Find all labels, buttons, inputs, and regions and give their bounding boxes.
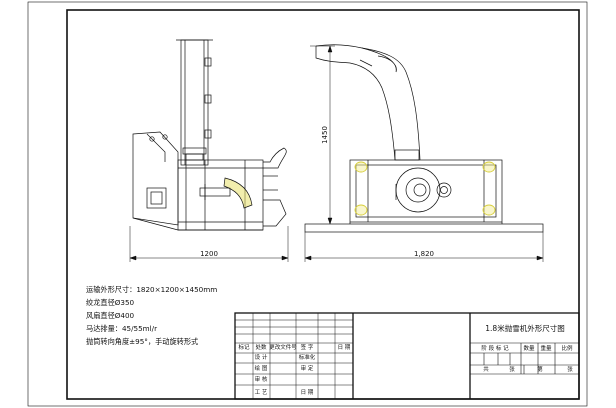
rev-header-sign: 签 字: [301, 343, 314, 351]
weight-label: 重量: [540, 344, 552, 352]
rev-row-design-label: 设 计: [255, 353, 268, 361]
total-label: 共: [483, 365, 489, 373]
fan-housing: [395, 167, 441, 213]
sheets-label: 张: [509, 365, 515, 373]
spec-transport-size: 运输外形尺寸：1820×1200×1450mm: [86, 285, 218, 294]
spec-fan-diameter: 风扇直径Ø400: [86, 311, 135, 320]
rev-row-draw-mid: 审 定: [301, 364, 314, 372]
hitch-hook: [263, 147, 287, 169]
front-base: [304, 223, 544, 233]
front-chute-inner: [349, 62, 396, 161]
scale-label: 比例: [561, 344, 573, 352]
title-block: [234, 312, 580, 400]
side-discharge-tube: [223, 177, 253, 209]
rev-row-design-mid: 标准化: [299, 353, 316, 361]
rev-header-mark: 标记: [238, 343, 250, 351]
rev-row-draw-label: 绘 图: [255, 364, 268, 372]
front-view: [304, 44, 544, 233]
spec-chute-rotation: 抛筒转向角度±95°，手动旋转形式: [86, 337, 199, 346]
drawing-title: 1.8米抛雪机外形尺寸图: [485, 323, 564, 333]
rev-row-review-label: 审 核: [255, 375, 268, 383]
side-port: [146, 187, 167, 209]
rev-header-docno: 更改文件号: [269, 343, 297, 351]
front-dimension: [304, 45, 544, 262]
side-dimension: [129, 226, 289, 262]
rev-row-process-mid: 日 期: [301, 389, 314, 396]
front-chute-mouth: [315, 46, 351, 64]
auger-housing: [177, 159, 264, 231]
front-housing: [349, 159, 503, 223]
dim-side-width-label: 1200: [200, 250, 218, 258]
rev-row-process-label: 工 艺: [255, 389, 268, 396]
outer-border: [27, 1, 588, 407]
dim-height-label: 1450: [321, 126, 329, 144]
side-view: [132, 39, 287, 231]
rev-header-date: 日 期: [338, 344, 351, 351]
front-chute-outer: [361, 47, 421, 161]
quantity-label: 数量: [523, 344, 535, 352]
rev-header-count: 处数: [255, 343, 267, 351]
side-plate: [132, 131, 179, 226]
dim-front-width-label: 1,820: [414, 250, 434, 258]
sheet-label: 张: [567, 365, 573, 373]
sheet-no-label: 第: [537, 365, 543, 373]
spec-motor-displacement: 马达排量：45/55ml/r: [86, 324, 158, 333]
spec-auger-diameter: 绞龙直径Ø350: [86, 298, 135, 307]
stage-mark-label: 阶 段 标 记: [481, 344, 509, 352]
